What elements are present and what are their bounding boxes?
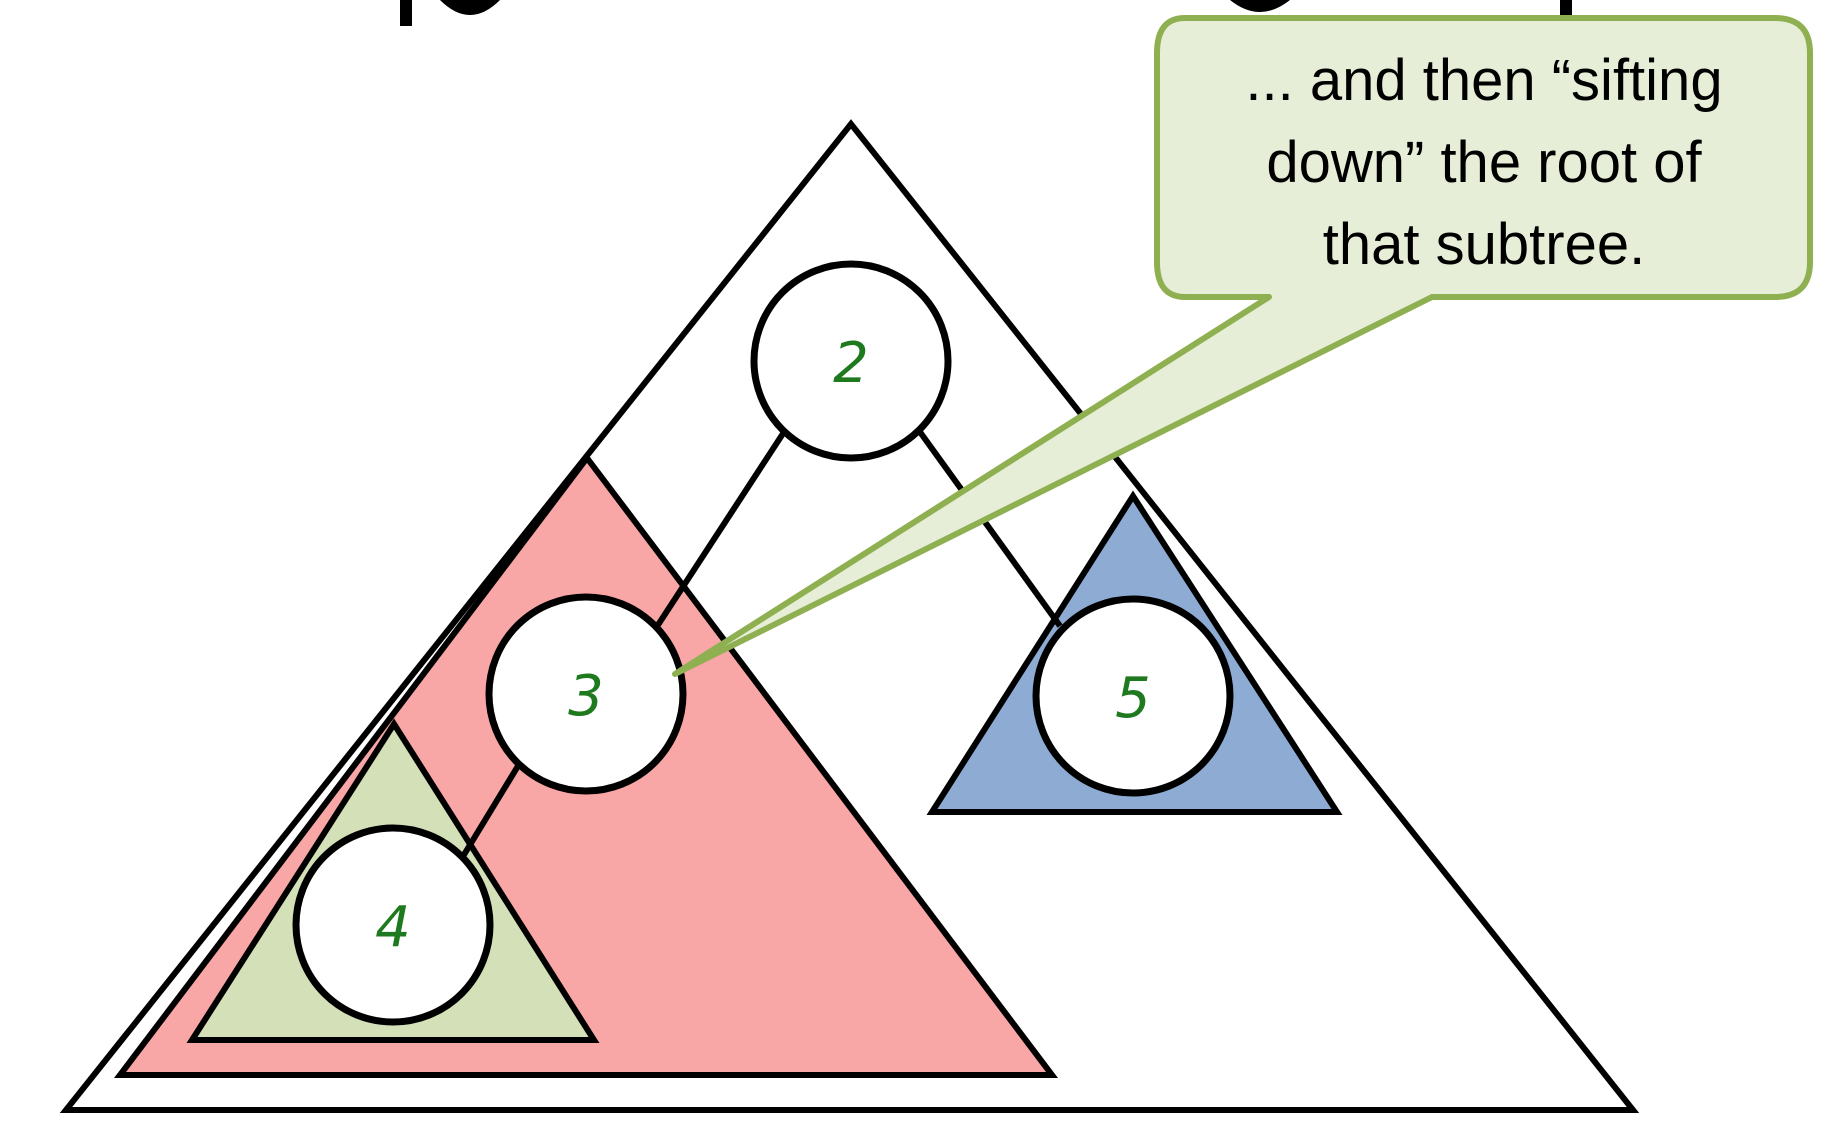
node-right: 5 — [1032, 595, 1234, 797]
node-left: 3 — [485, 593, 687, 795]
node-right-label: 5 — [1115, 666, 1151, 731]
node-left-label: 3 — [568, 664, 604, 729]
node-left-left-label: 4 — [375, 895, 411, 960]
node-root: 2 — [750, 260, 952, 462]
callout-shape — [672, 15, 1813, 677]
cropped-title-fragment — [400, 0, 1572, 26]
node-root-circle — [750, 260, 952, 462]
edge-root-left — [653, 430, 787, 630]
node-left-circle — [485, 593, 687, 795]
callout-line-2: down” the root of — [1266, 130, 1702, 195]
callout-bubble: ... and then “sifting down” the root of … — [672, 15, 1813, 677]
node-right-circle — [1032, 595, 1234, 797]
edge-left-leftleft — [459, 764, 521, 860]
callout-line-1: ... and then “sifting — [1245, 48, 1722, 113]
node-left-left-circle — [292, 824, 494, 1026]
node-root-label: 2 — [833, 331, 869, 396]
node-left-left: 4 — [292, 824, 494, 1026]
callout-line-3: that subtree. — [1323, 212, 1645, 277]
edge-root-right — [917, 430, 1063, 628]
tree-edges — [459, 430, 1063, 860]
